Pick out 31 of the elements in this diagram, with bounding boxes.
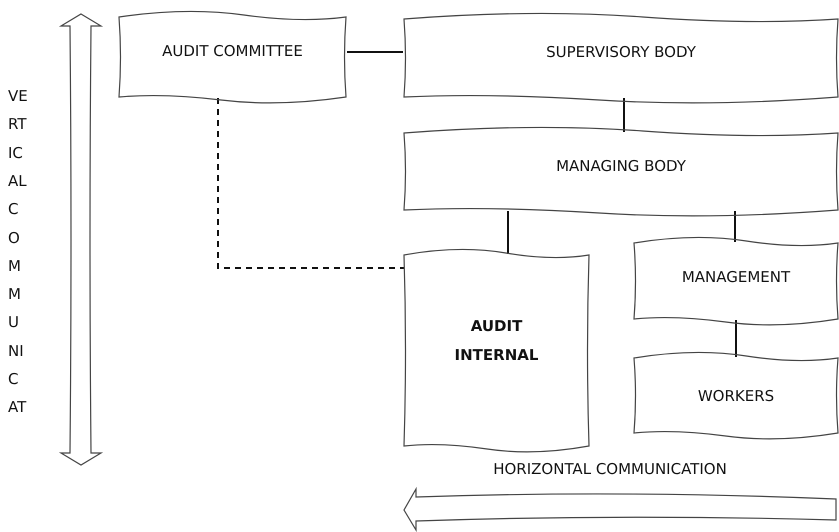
axis-label: M (8, 256, 21, 275)
axis-label: U (8, 313, 19, 332)
axis-label: RT (8, 115, 26, 134)
process-box (403, 14, 839, 102)
box-label: MANAGING BODY (556, 156, 686, 174)
connector (347, 51, 403, 53)
axis-label: C (8, 200, 18, 218)
process-box (633, 353, 839, 438)
box-label: WORKERS (698, 386, 774, 404)
connector (623, 98, 625, 132)
box-label: MANAGEMENT (682, 268, 790, 286)
box-label: SUPERVISORY BODY (546, 43, 696, 61)
dashed-connector (217, 98, 404, 269)
axis-label: HORIZONTAL COMMUNICATION (493, 460, 727, 478)
axis-label: AL (8, 172, 27, 190)
box-label: AUDIT INTERNAL (454, 316, 540, 366)
axis-label: AT (8, 398, 26, 416)
connector (507, 211, 509, 254)
axis-label: O (8, 228, 20, 246)
connector (734, 211, 736, 242)
axis-label: C (8, 370, 18, 388)
axis-label: M (8, 285, 21, 304)
box-label: AUDIT COMMITTEE (162, 42, 303, 60)
process-box (633, 238, 839, 324)
process-box (118, 12, 347, 102)
axis-label: VE (8, 87, 28, 105)
process-box (403, 250, 590, 451)
axis-label: NI (8, 342, 24, 360)
process-box (403, 128, 839, 215)
connector (735, 320, 737, 357)
axis-label: IC (8, 144, 23, 162)
